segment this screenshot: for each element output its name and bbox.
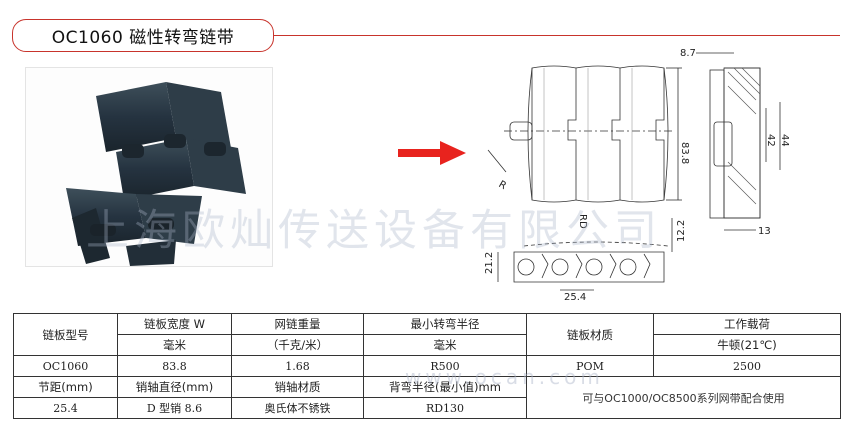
unit-width: 毫米 [117, 334, 232, 356]
cell-radius: R500 [363, 355, 527, 377]
spec-table: 链板型号 链板宽度 W 网链重量 最小转弯半径 链板材质 工作载荷 毫米 （千克… [13, 313, 841, 419]
header-backbend: 背弯半径(最小值)mm [363, 376, 527, 398]
header-model: 链板型号 [13, 313, 118, 356]
technical-drawing: 83.8 R 8.7 42 44 13 [484, 48, 790, 302]
header-pin-diameter: 销轴直径(mm) [117, 376, 232, 398]
label-r: R [497, 179, 509, 192]
table-row: OC1060 83.8 1.68 R500 POM 2500 [13, 355, 841, 377]
header-radius: 最小转弯半径 [363, 313, 527, 335]
unit-weight: （千克/米） [231, 334, 364, 356]
unit-load: 牛顿(21℃) [653, 334, 841, 356]
cell-pitch: 25.4 [13, 397, 118, 419]
dim-8-7: 8.7 [680, 48, 696, 59]
cell-width: 83.8 [117, 355, 232, 377]
cell-model: OC1060 [13, 355, 118, 377]
cell-weight: 1.68 [231, 355, 364, 377]
title-rule [274, 35, 840, 36]
side-section: 8.7 42 44 13 [680, 48, 790, 237]
cell-pin-diameter: D 型销 8.6 [117, 397, 232, 419]
cell-material: POM [526, 355, 654, 377]
cell-backbend: RD130 [363, 397, 527, 419]
header-weight: 网链重量 [231, 313, 364, 335]
unit-radius: 毫米 [363, 334, 527, 356]
dim-12-2: 12.2 [676, 220, 687, 242]
header-width: 链板宽度 W [117, 313, 232, 335]
cell-pin-material: 奥氏体不锈铁 [231, 397, 364, 419]
compatibility-note: 可与OC1000/OC8500系列网带配合使用 [526, 376, 841, 419]
dim-21-2: 21.2 [484, 252, 495, 274]
title-box: OC1060 磁性转弯链带 [12, 19, 274, 52]
chain-side-view: 21.2 25.4 12.2 RD [484, 214, 687, 302]
chain-illustration [66, 82, 246, 266]
table-row: 25.4 D 型销 8.6 奥氏体不锈铁 RD130 [13, 397, 841, 419]
cell-load: 2500 [653, 355, 841, 377]
header-material: 链板材质 [526, 313, 654, 356]
header-load: 工作载荷 [653, 313, 841, 335]
dim-13: 13 [758, 226, 771, 237]
product-photo [25, 67, 273, 267]
dim-44: 44 [779, 134, 790, 147]
page-title: OC1060 磁性转弯链带 [51, 28, 235, 48]
table-row: 链板型号 链板宽度 W 网链重量 最小转弯半径 链板材质 工作载荷 [13, 313, 841, 356]
table-row: 节距(mm) 销轴直径(mm) 销轴材质 背弯半径(最小值)mm 可与OC100… [13, 376, 841, 419]
table-row: 毫米 （千克/米） 毫米 牛顿(21℃) [14, 334, 841, 356]
dim-height: 83.8 [679, 142, 690, 164]
red-arrow-icon [398, 141, 466, 165]
dim-25-4: 25.4 [564, 292, 586, 302]
header-pitch: 节距(mm) [13, 376, 118, 398]
header-pin-material: 销轴材质 [231, 376, 364, 398]
dim-42: 42 [765, 134, 776, 147]
plan-view [504, 65, 674, 203]
label-rd: RD [577, 214, 588, 229]
